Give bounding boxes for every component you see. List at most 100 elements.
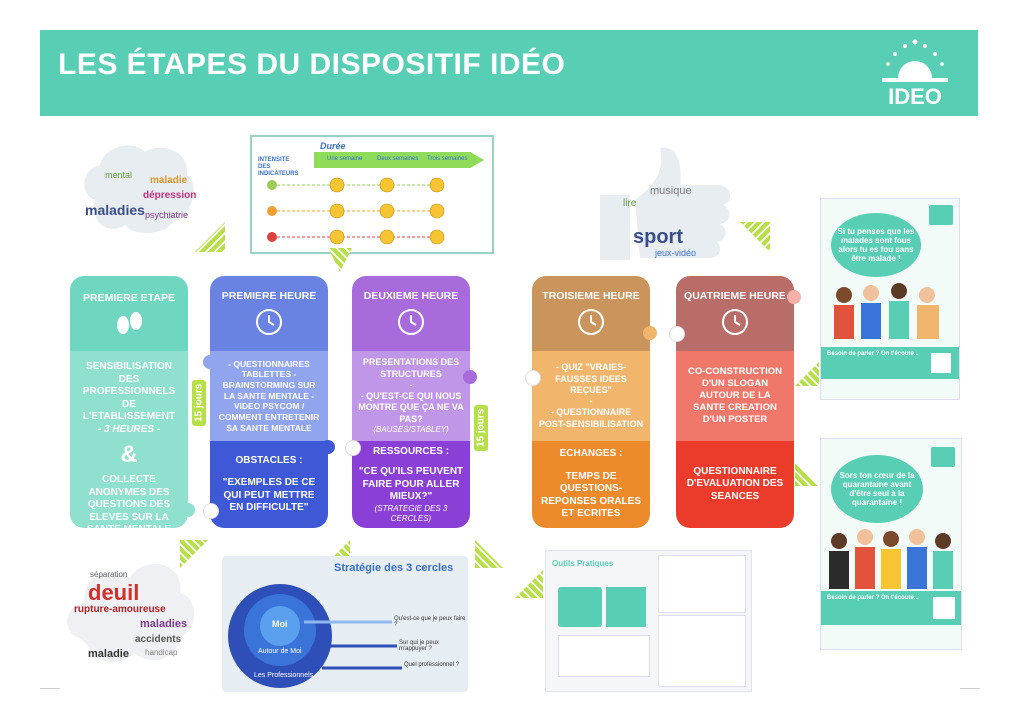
indicator-rows xyxy=(267,177,445,245)
stage-2-sub-title: OBSTACLES : xyxy=(235,454,303,466)
footer-line-right xyxy=(960,688,980,689)
stage-3-sub-title: RESSOURCES : xyxy=(372,445,450,457)
circle-pros: Les Professionnels xyxy=(254,672,314,679)
stage-1-text-1b: - 3 HEURES - xyxy=(97,423,161,435)
tag-15-jours-2: 15 jours xyxy=(474,405,488,451)
cloud-word-separation: séparation xyxy=(90,570,128,579)
stage-2-sub-body: "EXEMPLES DE CE QUI PEUT METTRE EN DIFFI… xyxy=(222,477,316,513)
indicators-title: INTENSITE DES INDICATEURS xyxy=(258,157,299,178)
thumb-wordcloud: sport jeux-vidéo musique lire xyxy=(595,140,735,265)
cloud-word-accidents: accidents xyxy=(135,634,182,645)
cloud-word-maladies: maladies xyxy=(140,618,188,630)
thumb-word-sport: sport xyxy=(633,226,683,248)
cloud-word-rupture: rupture-amoureuse xyxy=(74,604,166,615)
stage-2-column: PREMIERE HEURE - QUESTIONNAIRES TABLETTE… xyxy=(210,276,328,528)
strategy-q2: Sur qui je peux m'appuyer ? xyxy=(399,640,440,652)
stage-3-text-dash: - xyxy=(409,379,413,390)
stage-3-text-2-small: (BAUSES/STABLEY) xyxy=(373,424,449,434)
poster-1-qr xyxy=(931,353,951,373)
chevron-2 xyxy=(328,248,352,272)
brain-wordcloud: maladies psychiatrie dépression maladie … xyxy=(75,140,200,240)
stage-1-header: PREMIERE ETAPE xyxy=(70,276,188,351)
thumb-word-musique: musique xyxy=(650,185,692,197)
brain-word-3: dépression xyxy=(143,190,197,201)
strategy-3-cercles: Stratégie des 3 cercles Moi Autour de Mo… xyxy=(222,556,468,692)
stage-5-sub: QUESTIONNAIRE D'EVALUATION DES SEANCES xyxy=(676,441,794,528)
indicators-duree: Durée xyxy=(320,141,346,151)
cloud-word-deuil: deuil xyxy=(88,580,140,605)
brain-word-4: maladie xyxy=(150,175,188,186)
strategy-q3: Quel professionnel ? xyxy=(404,662,460,668)
stage-5-knob-2 xyxy=(787,290,801,304)
duration-arrow xyxy=(314,152,484,168)
clock-icon xyxy=(578,309,604,336)
tools-page-1 xyxy=(658,555,746,613)
stage-1-knob xyxy=(181,503,195,517)
stage-2-knob-2 xyxy=(321,440,335,454)
footer-line-left xyxy=(40,688,60,689)
page-title: LES ÉTAPES DU DISPOSITIF IDÉO xyxy=(58,48,566,81)
stage-5-header: QUATRIEME HEURE xyxy=(676,276,794,351)
stage-5-column: QUATRIEME HEURE CO-CONSTRUCTION D'UN SLO… xyxy=(676,276,794,528)
stage-3-text-2: - QU'EST-CE QUI NOUS MONTRE QUE ÇA NE VA… xyxy=(358,391,464,424)
problems-wordcloud: séparation deuil rupture-amoureuse malad… xyxy=(60,548,200,673)
stage-1-body: SENSIBILISATION DES PROFESSIONNELS DE L'… xyxy=(70,351,188,528)
stage-3-knob-1 xyxy=(345,440,361,456)
poster-1: Si tu penses que les malades sont fous a… xyxy=(820,198,960,400)
tools-logo xyxy=(558,587,602,627)
stage-5-title: QUATRIEME HEURE xyxy=(684,289,786,302)
stage-4-header: TROISIEME HEURE xyxy=(532,276,650,351)
poster-2: Sors ton cœur de la quarantaine avant d'… xyxy=(820,438,962,650)
stage-1-title: PREMIERE ETAPE xyxy=(83,291,175,304)
stage-5-knob-1 xyxy=(669,326,685,342)
poster-1-bubble: Si tu penses que les malades sont fous a… xyxy=(831,213,921,277)
clock-icon xyxy=(398,309,424,336)
cloud-word-maladie: maladie xyxy=(88,648,129,660)
stage-4-knob-1 xyxy=(525,370,541,386)
stage-3-sub-small: (STRATEGIE DES 3 CERCLES) xyxy=(374,503,448,523)
stage-4-sub: ECHANGES : TEMPS DE QUESTIONS-REPONSES O… xyxy=(532,441,650,528)
stage-4-text-2: - QUESTIONNAIRE POST-SENSIBILISATION xyxy=(538,407,644,429)
outils-pratiques-image: Outils Pratiques xyxy=(545,550,752,692)
chevron-9 xyxy=(515,570,543,598)
brain-word-5: mental xyxy=(105,170,133,180)
col-1: Une semaine xyxy=(327,156,363,162)
stage-4-sub-body: TEMPS DE QUESTIONS-REPONSES ORALES ET EC… xyxy=(540,470,642,520)
stage-4-body: - QUIZ "VRAIES-FAUSSES IDEES REÇUES" - -… xyxy=(532,351,650,441)
stage-3-knob-2 xyxy=(463,370,477,384)
clock-icon xyxy=(722,309,748,336)
stage-3-header: DEUXIEME HEURE xyxy=(352,276,470,351)
stage-2-knob-3 xyxy=(203,503,219,519)
poster-1-footer: Besoin de parler ? On t'écoute... xyxy=(827,351,919,357)
stage-4-column: TROISIEME HEURE - QUIZ "VRAIES-FAUSSES I… xyxy=(532,276,650,528)
poster-2-bubble: Sors ton cœur de la quarantaine avant d'… xyxy=(831,455,923,523)
stage-4-title: TROISIEME HEURE xyxy=(542,289,640,302)
cloud-word-handicap: handicap xyxy=(145,648,178,657)
poster-1-people xyxy=(834,283,939,339)
stage-3-column: DEUXIEME HEURE PRESENTATIONS DES STRUCTU… xyxy=(352,276,470,528)
tools-page-2 xyxy=(658,615,746,687)
poster-2-footer: Besoin de parler ? On t'écoute... xyxy=(827,595,919,601)
thumb-word-jeux: jeux-vidéo xyxy=(655,248,697,258)
poster-2-qr xyxy=(933,597,955,619)
poster-1-logo xyxy=(929,205,953,225)
thumb-word-lire: lire xyxy=(623,198,637,209)
tools-title: Outils Pratiques xyxy=(552,559,614,568)
stage-2-title: PREMIERE HEURE xyxy=(221,289,317,302)
poster-2-people xyxy=(829,529,953,589)
stage-4-sub-title: ECHANGES : xyxy=(559,448,623,460)
brain-word-1: maladies xyxy=(85,202,145,218)
clock-icon xyxy=(256,309,282,336)
stage-1-amp: & xyxy=(120,441,138,468)
tag-15-jours-1: 15 jours xyxy=(192,380,206,426)
chevron-5 xyxy=(795,462,819,486)
stage-2-sub: OBSTACLES : "EXEMPLES DE CE QUI PEUT MET… xyxy=(210,441,328,528)
col-2: Deux semaines xyxy=(377,156,419,162)
circles-diagram xyxy=(228,584,402,688)
poster-2-logo xyxy=(931,447,955,467)
indicators-table: INTENSITE DES INDICATEURS Durée Une sema… xyxy=(250,135,494,254)
stage-3-text-1: PRESENTATIONS DES STRUCTURES xyxy=(362,357,460,379)
stage-1-column: PREMIERE ETAPE SENSIBILISATION DES PROFE… xyxy=(70,276,188,528)
stage-2-knob-1 xyxy=(203,355,217,369)
stage-5-body: CO-CONSTRUCTION D'UN SLOGAN AUTOUR DE LA… xyxy=(676,351,794,441)
